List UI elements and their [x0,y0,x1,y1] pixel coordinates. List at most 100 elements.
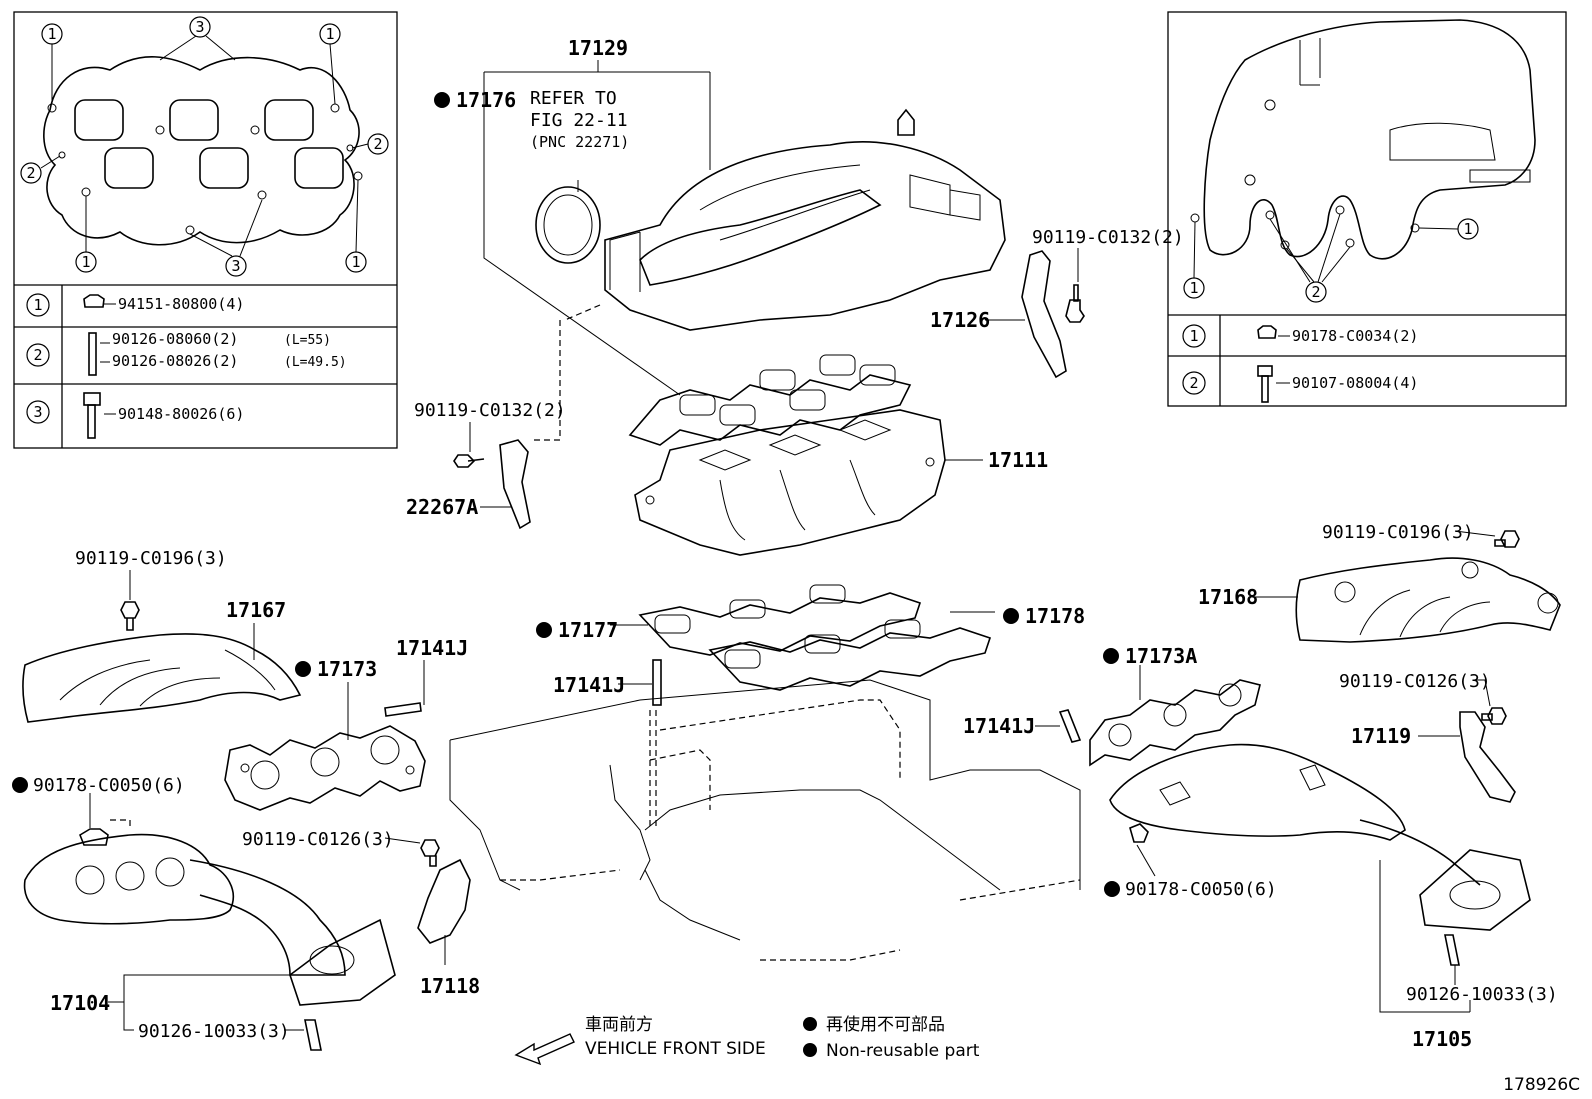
svg-text:3: 3 [231,257,240,275]
right-inset: 1 1 2 1 90178-C0034(2) 2 90107-08004(4) [1167,11,1567,407]
nut-90178-c0050-right [1129,823,1149,843]
inset-marker-3a: 3 [189,16,211,38]
legend-nonreuse-en: Non-reusable part [826,1041,980,1061]
plenum-gasket [628,354,912,446]
legend-nonreuse-jp: 再使用不可部品 [826,1014,945,1035]
nonreuse-dot-17177 [536,622,552,638]
label-refer-2: FIG 22-11 [530,110,628,131]
label-17176: 17176 [456,88,516,112]
inset-row-3: 3 90148-80026(6) [26,392,244,439]
label-90178-c0050-left: 90178-C0050(6) [33,775,185,796]
svg-text:(L=55): (L=55) [284,333,331,348]
stud-17141j-left [384,702,422,717]
heat-insulator-17168 [1295,557,1561,643]
label-22267a: 22267A [406,495,478,519]
nonreuse-dot-90178-right [1104,881,1120,897]
nonreuse-dot-17176 [434,92,450,108]
inset-gasket-drawing [43,56,363,246]
label-17111: 17111 [988,448,1048,472]
label-90119-c0126-left: 90119-C0126(3) [242,829,394,850]
label-17168: 17168 [1198,585,1258,609]
svg-text:90126-08060(2): 90126-08060(2) [112,330,238,348]
label-17173: 17173 [317,657,377,681]
svg-text:2: 2 [373,135,382,153]
bracket-17118 [417,839,471,944]
svg-text:2: 2 [26,164,35,182]
legend-dot-icon [803,1017,817,1031]
label-17119: 17119 [1351,724,1411,748]
svg-text:1: 1 [47,25,56,43]
bracket-17126 [1021,250,1067,379]
left-inset-frame [13,11,398,449]
svg-text:90126-08026(2): 90126-08026(2) [112,352,238,370]
inset-marker-3b: 3 [225,255,247,277]
part-labels: 17129 REFER TO FIG 22-11 (PNC 22271) 171… [12,36,1558,1051]
bolt-90119-c0132-left [453,454,485,468]
legend-front-en: VEHICLE FRONT SIDE [585,1039,766,1059]
figure-code: 178926C [1503,1075,1580,1095]
label-17141j-b: 17141J [553,673,625,697]
label-90126-10033-right: 90126-10033(3) [1406,984,1558,1005]
label-17141j-a: 17141J [396,636,468,660]
heat-insulator-17167 [22,633,302,723]
inset-marker-2b: 2 [367,133,389,155]
gasket-17178 [708,619,992,691]
svg-text:1: 1 [1463,220,1472,238]
svg-text:3: 3 [195,18,204,36]
inset-row-1: 1 94151-80800(4) [26,293,244,317]
svg-text:1: 1 [325,25,334,43]
label-17178: 17178 [1025,604,1085,628]
inset-marker-1c: 1 [75,251,97,273]
nonreuse-dot-17173 [295,661,311,677]
svg-text:1: 1 [1189,279,1198,297]
svg-text:2: 2 [33,346,42,364]
inset-marker-1b: 1 [319,23,341,45]
stud-17141j-right [1058,709,1082,743]
gasket-17173a [1089,679,1261,767]
label-refer-3: (PNC 22271) [530,133,629,151]
svg-text:90178-C0034(2): 90178-C0034(2) [1292,327,1418,345]
nonreuse-dot-90178-left [12,777,28,793]
label-17173a: 17173A [1125,644,1197,668]
guide-dash-left [530,320,561,441]
intake-manifold-17111 [634,409,946,556]
r-inset-marker-1b: 1 [1457,218,1479,240]
svg-text:1: 1 [351,253,360,271]
stud-90126-10033-right [1444,934,1460,966]
left-inset: 1 1 1 1 2 2 3 3 1 94151-80800(4) 2 90126… [13,11,398,449]
exhaust-manifold-17105 [1109,743,1531,931]
r-inset-marker-2: 2 [1305,281,1327,303]
engine-block-outline [449,679,1081,961]
inset-row-2: 2 90126-08060(2) (L=55) 90126-08026(2) (… [26,330,347,376]
label-17126: 17126 [930,308,990,332]
bracket-22267a [499,439,531,530]
svg-text:2: 2 [1311,283,1320,301]
inset-manifold-drawing [1190,19,1536,260]
right-inset-frame [1167,11,1567,407]
bolt-90119-c0196-left [120,601,140,631]
intake-plenum-17129 [535,108,1006,331]
stud-90126-10033-left [304,1019,322,1051]
inset-marker-1a: 1 [41,23,63,45]
label-90119-c0196-right: 90119-C0196(3) [1322,522,1474,543]
r-inset-row-1: 1 90178-C0034(2) [1182,324,1418,348]
bolt-90119-c0126-left [420,839,440,867]
stud-17141j-center [652,659,662,706]
svg-text:3: 3 [33,403,42,421]
svg-text:2: 2 [1189,374,1198,392]
bolt-90119-c0196-right [1494,530,1520,548]
r-inset-row-2: 2 90107-08004(4) [1182,365,1418,403]
label-17118: 17118 [420,974,480,998]
front-arrow-icon [514,1033,575,1066]
legend-front-jp: 車両前方 [585,1015,653,1035]
legend-dot-icon-2 [803,1043,817,1057]
nonreuse-dot-17173a [1103,648,1119,664]
svg-text:1: 1 [33,296,42,314]
exhaust-manifold-17104 [23,833,396,1006]
svg-text:90107-08004(4): 90107-08004(4) [1292,374,1418,392]
svg-text:1: 1 [1189,327,1198,345]
label-90119-c0132-top: 90119-C0132(2) [1032,227,1184,248]
legend: 車両前方 VEHICLE FRONT SIDE 再使用不可部品 Non-reus… [514,1014,980,1066]
